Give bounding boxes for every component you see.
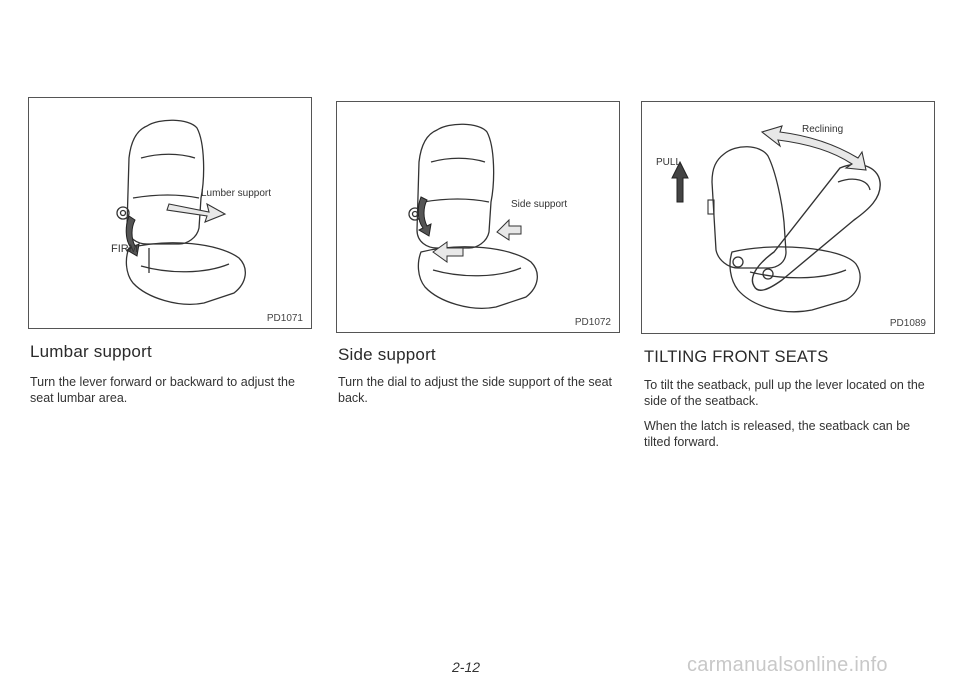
section-heading-side-support: Side support: [338, 345, 436, 364]
figure-code: PD1089: [889, 318, 926, 329]
pull-arrow-icon: [671, 160, 689, 203]
figure-code: PD1072: [574, 317, 611, 328]
seat-illustration-side: [408, 123, 538, 309]
section-heading-tilting-front-seats: TILTING FRONT SEATS: [644, 348, 829, 366]
callout-firm: FIRM: [111, 243, 138, 255]
callout-reclining: Reclining: [802, 124, 844, 135]
side-support-arrow-left-icon: [432, 241, 464, 263]
figure-code: PD1071: [266, 313, 303, 324]
reclining-arrow-icon: [760, 125, 867, 171]
callout-side-support: Side support: [511, 199, 568, 210]
figure-tilting-front-seats: Reclining PULL PD1089: [641, 101, 935, 334]
callout-pull: PULL: [656, 157, 682, 168]
watermark: carmanualsonline.info: [687, 654, 888, 676]
section-body-tilting-1: To tilt the seatback, pull up the lever …: [644, 378, 925, 408]
seatback-lever-icon: [707, 199, 715, 215]
section-body-lumbar-support: Turn the lever forward or backward to ad…: [30, 375, 295, 405]
section-body-tilting-2: When the latch is released, the seatback…: [644, 419, 911, 449]
lumbar-arrow-icon: [166, 202, 227, 223]
side-support-arrow-right-icon: [496, 218, 522, 241]
figure-lumbar-support: Lumber support FIRM PD1071: [28, 97, 312, 329]
section-body-side-support: Turn the dial to adjust the side support…: [338, 375, 613, 405]
lever-rotate-icon: [125, 215, 140, 257]
page-number: 2-12: [452, 659, 481, 675]
dial-rotate-icon: [417, 196, 432, 237]
section-heading-lumbar-support: Lumbar support: [30, 342, 152, 361]
callout-lumber-support: Lumber support: [201, 188, 272, 199]
seat-illustration-reclining: [671, 125, 881, 313]
figure-side-support: Side support PD1072: [336, 101, 620, 333]
seat-illustration-lumbar: [116, 119, 246, 305]
